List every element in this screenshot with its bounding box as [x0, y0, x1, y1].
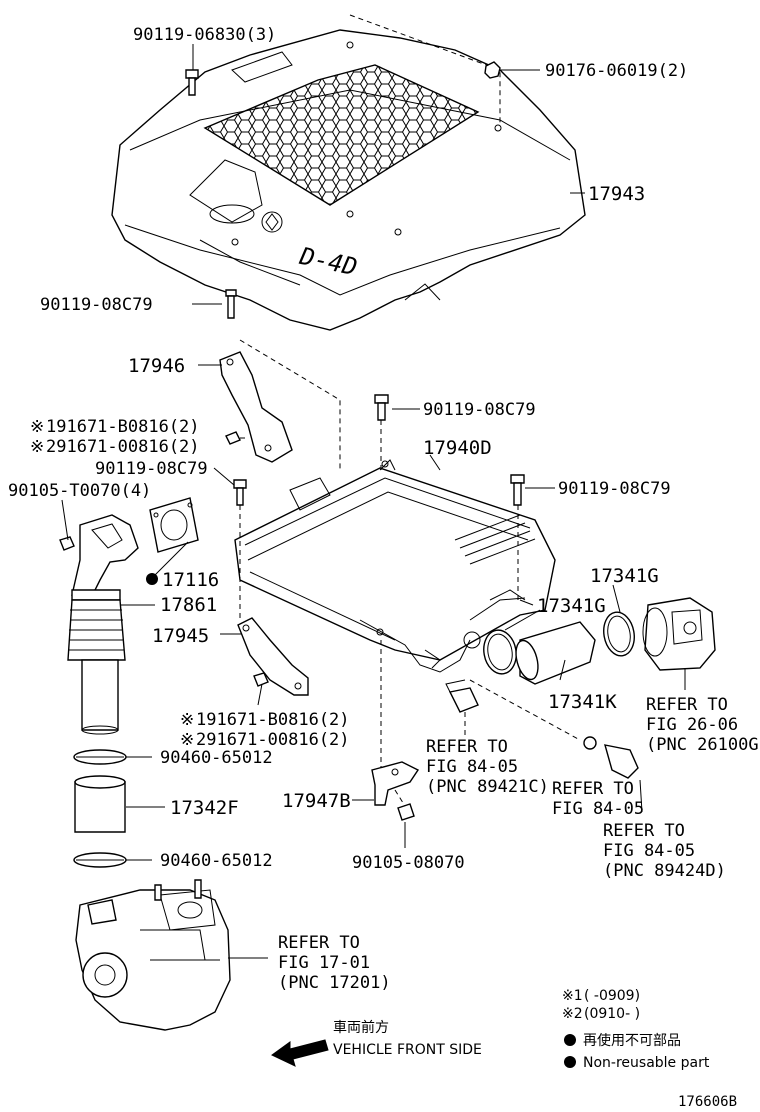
sensor-89421c-drawing — [445, 679, 479, 713]
bracket-lower-drawing — [237, 617, 309, 696]
label-bolt-top: 90119-06830(3) — [133, 25, 276, 45]
legend-nonreusable-jp: 再使用不可部品 — [583, 1032, 681, 1049]
legend-mark-1: ※1 — [562, 988, 583, 1004]
ref-84-05-c-line1: REFER TO — [603, 821, 685, 841]
hose-right-drawing — [515, 621, 596, 685]
intercooler-drawing — [234, 459, 556, 673]
bolt-intercooler-center-drawing — [374, 394, 389, 421]
ref-84-05-b-line1: REFER TO — [552, 779, 634, 799]
label-nut-lower-1-mark: ※ — [180, 710, 194, 730]
clamp-right-1-drawing — [483, 629, 517, 675]
legend: ※1 ( -0909) ※2 (0910- ) 再使用不可部品 Non-reus… — [562, 988, 710, 1071]
drawing-number: 176606B — [678, 1094, 737, 1110]
label-bracket-upper: 17946 — [128, 355, 185, 377]
label-nut-lower-1: 191671-B0816(2) — [196, 710, 350, 730]
legend-mark-2: ※2 — [562, 1006, 583, 1022]
label-hose-right: 17341K — [548, 691, 617, 713]
ref-84-05-a-line2: FIG 84-05 — [426, 757, 518, 777]
bracket-bottom-drawing — [371, 761, 420, 821]
bolt-pipe-drawing — [59, 536, 75, 551]
vehicle-front-indicator: 車両前方 VEHICLE FRONT SIDE — [271, 1019, 482, 1067]
front-label-jp: 車両前方 — [333, 1019, 389, 1036]
sensor-89424d-drawing — [583, 736, 639, 779]
ref-17-01-line2: FIG 17-01 — [278, 953, 370, 973]
pipe-drawing — [67, 514, 139, 735]
clamp-right-2-drawing — [603, 611, 635, 657]
label-bolt-pipe: 90105-T0070(4) — [8, 481, 151, 501]
ref-26-06-line2: FIG 26-06 — [646, 715, 738, 735]
legend-range-2: (0910- ) — [584, 1006, 640, 1022]
ref-17-01-line3: (PNC 17201) — [278, 973, 391, 993]
label-nut-upper-1-mark: ※ — [30, 417, 44, 437]
label-clamp-lower-2: 90460-65012 — [160, 851, 273, 871]
ref-26-06-line3: (PNC 26100G) — [646, 735, 760, 755]
label-bolt-bottom: 90105-08070 — [352, 853, 465, 873]
ref-17-01-line1: REFER TO — [278, 933, 360, 953]
front-label-en: VEHICLE FRONT SIDE — [333, 1042, 482, 1058]
legend-dot-en — [564, 1056, 576, 1068]
hose-lower-drawing — [74, 775, 126, 833]
label-nut-upper-2-mark: ※ — [30, 437, 44, 457]
ref-84-05-a-line3: (PNC 89421C) — [426, 777, 549, 797]
part-labels: 90119-06830(3) 90176-06019(2) 17943 9011… — [8, 25, 688, 873]
label-gasket: 17116 — [162, 569, 219, 591]
label-bolt-bracket-upper: 90119-08C79 — [40, 295, 153, 315]
ref-84-05-c-line2: FIG 84-05 — [603, 841, 695, 861]
label-clamp-lower-1: 90460-65012 — [160, 748, 273, 768]
leader-lines — [61, 44, 686, 959]
legend-dot-jp — [564, 1034, 576, 1046]
clamp-lower-1-drawing — [73, 749, 127, 765]
label-bolt-intercooler-right: 90119-08C79 — [558, 479, 671, 499]
label-bolt-left-mid: 90119-08C79 — [95, 459, 208, 479]
bolt-intercooler-right-drawing — [510, 474, 525, 506]
ref-26-06-line1: REFER TO — [646, 695, 728, 715]
ref-84-05-a-line1: REFER TO — [426, 737, 508, 757]
front-arrow-icon — [271, 1039, 329, 1067]
label-hose-lower: 17342F — [170, 797, 239, 819]
reference-labels: REFER TO FIG 26-06 (PNC 26100G) REFER TO… — [278, 695, 760, 993]
label-bracket-bottom: 17947B — [282, 790, 351, 812]
label-nut-lower-2: 291671-00816(2) — [196, 730, 350, 750]
ref-84-05-b-line2: FIG 84-05 — [552, 799, 644, 819]
clamp-lower-2-drawing — [73, 852, 127, 868]
label-bracket-lower: 17945 — [152, 625, 209, 647]
legend-range-1: ( -0909) — [584, 988, 640, 1004]
label-nut-lower-2-mark: ※ — [180, 730, 194, 750]
label-clamp-right-1: 17341G — [537, 595, 606, 617]
ref-84-05-c-line3: (PNC 89424D) — [603, 861, 726, 881]
legend-nonreusable-en: Non-reusable part — [583, 1055, 710, 1071]
label-intercooler: 17940D — [423, 437, 492, 459]
nut-top-drawing — [484, 61, 501, 79]
label-engine-cover: 17943 — [588, 183, 645, 205]
engine-cover-drawing: D-4D — [111, 29, 586, 331]
throttle-body-drawing — [642, 597, 716, 671]
nut-upper-drawing — [225, 431, 241, 445]
gasket-drawing — [149, 497, 199, 553]
turbocharger-drawing — [75, 879, 231, 1031]
bracket-upper-drawing — [219, 289, 293, 463]
label-clamp-right-2: 17341G — [590, 565, 659, 587]
nonreusable-dot — [146, 573, 158, 585]
label-nut-upper-2: 291671-00816(2) — [46, 437, 200, 457]
label-nut-upper-1: 191671-B0816(2) — [46, 417, 200, 437]
label-bolt-intercooler-center: 90119-08C79 — [423, 400, 536, 420]
bolt-top-drawing — [185, 69, 199, 96]
bolt-left-mid-drawing — [233, 479, 247, 506]
label-nut-top: 90176-06019(2) — [545, 61, 688, 81]
label-pipe: 17861 — [160, 594, 217, 616]
